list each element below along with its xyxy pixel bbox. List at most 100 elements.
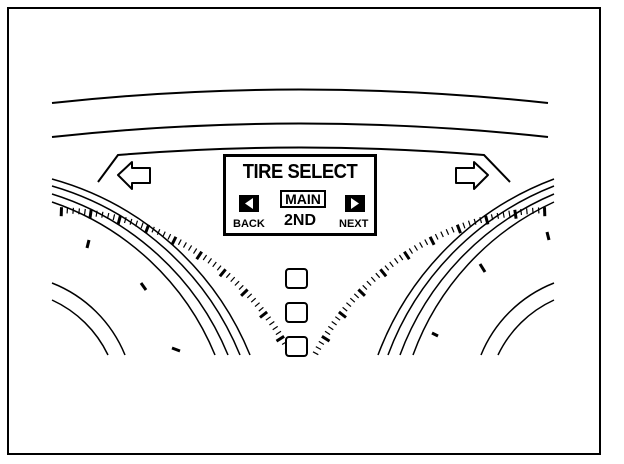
tire-select-display: TIRE SELECT MAIN 2ND BACK NEXT [223,154,377,236]
right-gauge-tick [349,297,356,303]
right-gauge-tick [337,310,347,319]
left-gauge-tick [116,215,122,225]
right-gauge-tick [479,217,483,224]
right-gauge-tick [462,222,466,229]
left-gauge-tick [72,207,74,214]
left-gauge-tick [151,226,155,233]
left-gauge-tick [230,276,236,282]
right-gauge-tick [379,268,388,278]
arrow-left-outline-icon [117,161,151,190]
left-gauge-tick [195,250,203,261]
right-gauge-tick [502,211,505,218]
left-gauge-tick [202,254,208,261]
left-gauge-tick [187,245,193,251]
second-option[interactable]: 2ND [283,212,316,229]
left-gauge-tick [167,233,172,240]
left-gauge-inner-arc-2 [51,299,109,356]
right-gauge-tick [484,215,490,225]
left-gauge-tick [272,325,279,331]
right-gauge-tick [389,261,394,268]
left-gauge-tick [225,272,231,279]
right-gauge-tick [440,231,444,238]
right-gauge-tick [496,212,500,219]
right-gauge-inner-arc-2 [497,299,555,356]
control-button-3[interactable] [285,336,308,357]
right-gauge-tick [362,284,368,291]
left-gauge-ring-2 [51,185,241,356]
back-button[interactable] [239,195,259,212]
right-gauge-tick [513,209,518,219]
left-gauge-ticks [59,207,294,356]
right-gauge-tick [342,306,348,312]
left-gauge-tick [275,335,285,343]
left-gauge-tick [216,265,222,271]
control-button-2[interactable] [285,302,308,323]
right-gauge-tick [526,208,528,215]
control-button-1[interactable] [285,268,308,289]
right-gauge-tick [312,351,319,356]
left-gauge-tick [162,231,166,238]
right-gauge-ring-1 [377,178,555,356]
right-gauge-tick [520,208,523,216]
dash-top-arc [51,88,549,104]
right-gauge-tick [455,224,462,234]
right-gauge-tick [403,250,411,261]
right-gauge-tick [413,245,419,251]
right-gauge-ring-2 [387,185,555,356]
right-gauge-tick [384,265,390,271]
right-gauge-tick [428,236,436,246]
display-title: TIRE SELECT [242,161,358,183]
next-button[interactable] [345,195,365,212]
main-option-selected[interactable]: MAIN [280,190,326,208]
left-gauge-tick [112,214,116,221]
right-gauge-tick [324,330,331,336]
right-gauge-tick [334,316,341,321]
left-gauge-tick [101,211,104,218]
left-gauge-tick [218,268,227,278]
left-gauge-marker [139,282,148,291]
right-gauge-tick [331,321,337,326]
right-gauge-tick [357,288,366,297]
left-gauge-inner-arc [51,282,126,356]
right-gauge-tick [408,248,414,254]
left-gauge-tick [95,210,98,217]
right-gauge-tick [370,276,376,282]
right-gauge-tick [394,258,399,264]
left-gauge-tick [240,288,249,297]
left-gauge-tick [212,261,217,268]
left-gauge-tick [88,209,93,219]
right-gauge-marker [431,331,439,338]
left-gauge-tick [207,258,212,264]
left-gauge-tick [156,228,161,235]
right-gauge-inner-arc [480,282,555,356]
back-label: BACK [233,218,265,230]
right-gauge-tick [473,218,477,225]
left-gauge-tick [170,236,178,246]
right-gauge-tick [321,335,331,343]
right-gauge-marker [545,231,551,241]
right-gauge-ring-3 [399,193,555,356]
right-gauge-tick [508,210,511,217]
left-gauge-tick [140,222,144,229]
right-gauge-ring-4 [412,201,555,356]
left-gauge-tick [192,248,198,254]
left-gauge-tick [258,306,264,312]
right-gauge-tick [424,239,429,246]
right-gauge-tick [434,233,439,240]
left-gauge-ring-3 [51,193,229,356]
right-gauge-marker [478,263,487,273]
left-gauge-tick [259,310,269,319]
next-label: NEXT [339,218,369,230]
left-gauge-tick [123,217,127,224]
left-gauge-ring-4 [51,201,216,356]
left-gauge-tick [135,220,139,227]
display-hood [97,146,511,183]
right-gauge-tick [532,207,534,214]
left-gauge-tick [269,321,275,326]
triangle-right-icon [351,198,359,209]
right-gauge-tick [366,280,372,286]
left-gauge-tick [254,302,260,308]
right-gauge-tick [346,302,352,308]
right-gauge-tick [353,293,360,299]
